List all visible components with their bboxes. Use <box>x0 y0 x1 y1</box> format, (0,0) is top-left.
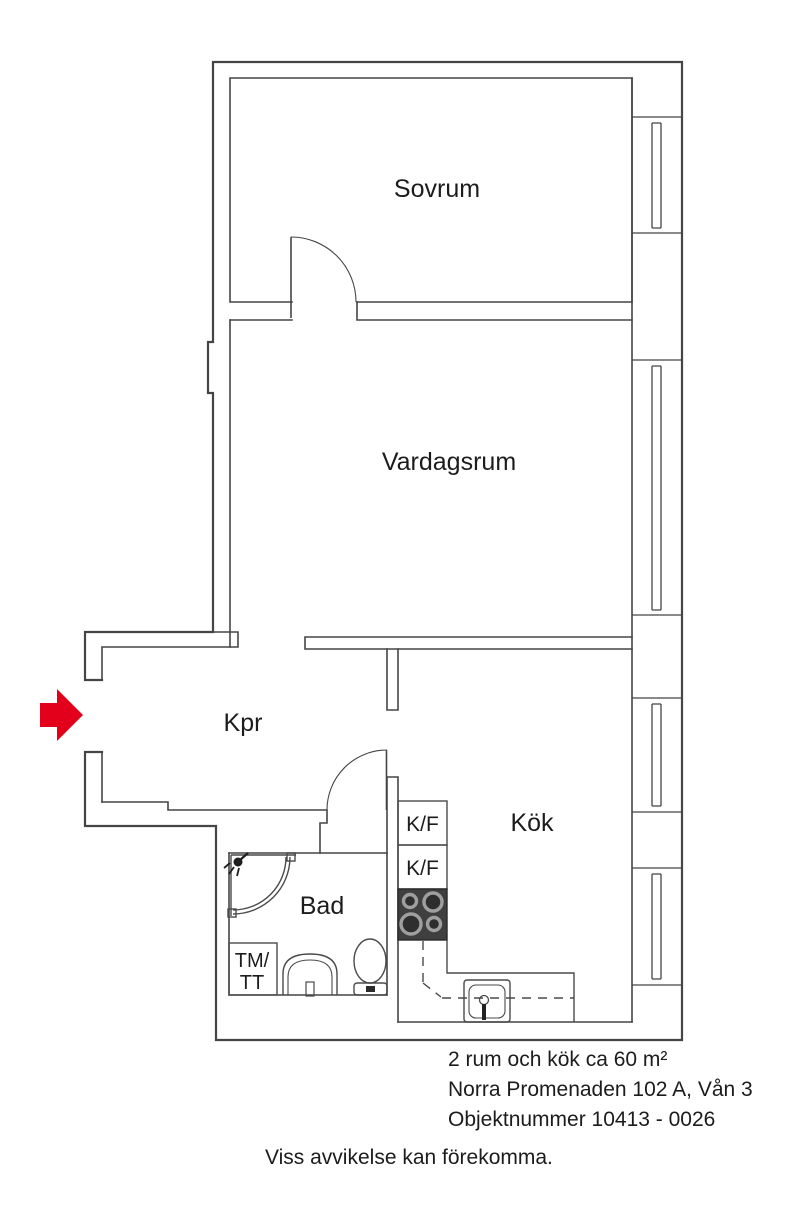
shower-head-icon <box>223 852 249 877</box>
bathroom-sink <box>282 953 338 997</box>
room-label-bathroom: Bad <box>300 892 344 920</box>
window-living-room <box>632 359 682 616</box>
footer-size: 2 rum och kök ca 60 m² <box>448 1048 667 1071</box>
footer-disclaimer: Viss avvikelse kan förekomma. <box>265 1146 553 1169</box>
room-label-hallway: Kpr <box>224 709 263 737</box>
inner-walls <box>101 77 633 1023</box>
label-fridge-freezer-1: K/F <box>406 813 439 836</box>
toilet <box>353 938 388 996</box>
entrance-arrow <box>40 689 83 741</box>
footer-address: Norra Promenaden 102 A, Vån 3 <box>448 1078 753 1101</box>
kitchen-sink <box>463 979 511 1023</box>
bathroom-fixtures <box>223 852 388 997</box>
room-label-bedroom: Sovrum <box>394 175 480 203</box>
stove <box>397 888 448 941</box>
window-kitchen-1 <box>632 697 682 813</box>
label-fridge-freezer-2: K/F <box>406 857 439 880</box>
footer-object-number: Objektnummer 10413 - 0026 <box>448 1108 715 1131</box>
counter-dashed-line <box>422 941 574 999</box>
shower <box>223 852 296 918</box>
windows <box>632 116 682 986</box>
kitchen-fixtures <box>397 800 575 1023</box>
room-label-kitchen: Kök <box>510 809 554 837</box>
label-washer-line2: TT <box>240 972 264 994</box>
door-bedroom <box>290 236 357 318</box>
washing-machine-box <box>228 942 278 996</box>
room-label-living: Vardagsrum <box>382 448 516 476</box>
outer-walls <box>83 60 684 1042</box>
door-bathroom <box>326 749 388 811</box>
label-washer-line1: TM/ <box>235 950 270 972</box>
doors <box>290 236 388 811</box>
window-bedroom <box>632 116 682 234</box>
window-kitchen-2 <box>632 867 682 986</box>
